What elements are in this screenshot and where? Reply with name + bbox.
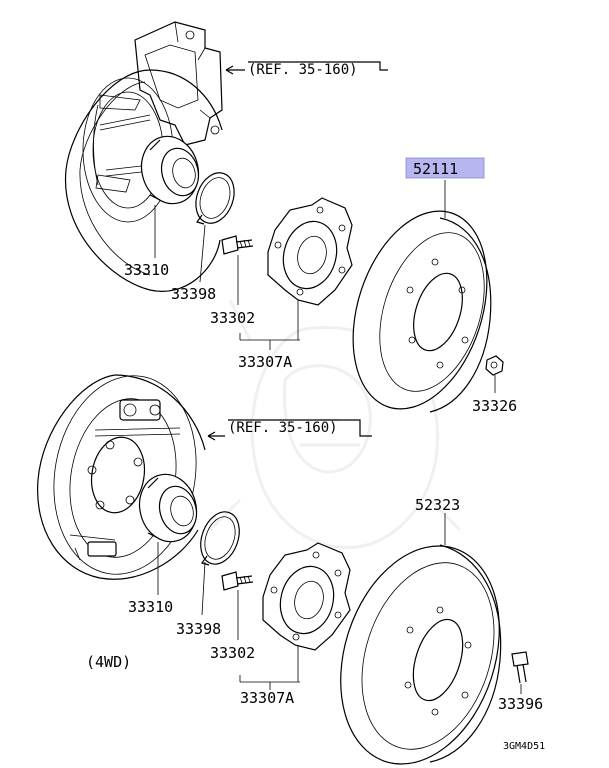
bottom-bolt-label[interactable]: 33396: [498, 695, 543, 713]
variant-label: (4WD): [86, 653, 131, 671]
brake-disc-label[interactable]: 52111: [413, 160, 458, 178]
top-hub-bearing: [140, 135, 200, 205]
top-hub-bearing-label[interactable]: 33310: [124, 261, 169, 279]
top-parking-shoes: [93, 94, 151, 193]
bottom-leaders: [157, 431, 522, 694]
top-ref-underline: [248, 61, 388, 71]
figure-code: 3GM4D51: [503, 741, 545, 752]
bottom-hub-assembly-label[interactable]: 33307A: [240, 689, 294, 707]
top-brake-disc: [352, 210, 492, 413]
bottom-hub-flange: [262, 542, 351, 651]
top-hub-bolt: [221, 235, 254, 255]
bottom-hub-bolt: [221, 571, 254, 591]
bottom-bolt: [511, 651, 529, 684]
top-nut-label[interactable]: 33326: [472, 397, 517, 415]
bottom-hub-bearing: [138, 473, 198, 543]
bottom-hub-bolt-label[interactable]: 33302: [210, 644, 255, 662]
bottom-snap-ring: [200, 511, 240, 566]
top-hub-bolt-label[interactable]: 33302: [210, 309, 255, 327]
bottom-backing-studs: [69, 436, 146, 561]
top-snap-ring-label[interactable]: 33398: [171, 285, 216, 303]
top-hub-assembly-label[interactable]: 33307A: [238, 353, 292, 371]
bottom-ref-underline: [228, 419, 372, 437]
bottom-brake-drum: [340, 544, 502, 765]
top-leaders: [154, 65, 496, 393]
top-hub-flange: [267, 197, 353, 306]
top-nut: [485, 355, 504, 376]
bottom-ref-label[interactable]: (REF. 35-160): [228, 420, 338, 436]
bottom-snap-ring-label[interactable]: 33398: [176, 620, 221, 638]
top-snap-ring: [195, 172, 235, 225]
brake-drum-label[interactable]: 52323: [415, 496, 460, 514]
top-caliper: [134, 21, 223, 146]
bottom-wheel-cylinder: [94, 399, 181, 437]
top-ref-label[interactable]: (REF. 35-160): [248, 62, 358, 78]
bottom-hub-bearing-label[interactable]: 33310: [128, 598, 173, 616]
brake-disc-highlight: [405, 157, 485, 179]
